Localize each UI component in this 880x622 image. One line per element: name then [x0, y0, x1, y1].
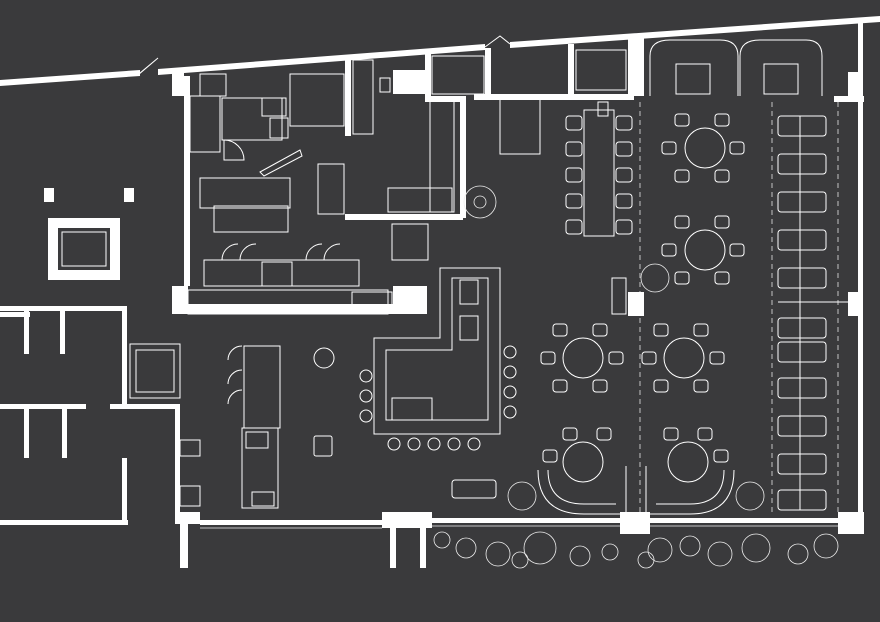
dining-area — [537, 20, 863, 520]
bar-counter — [359, 267, 517, 451]
west-restrooms — [0, 188, 201, 568]
chair-icon — [540, 113, 745, 463]
south-facade-wall — [200, 512, 864, 568]
north-service-rooms — [425, 38, 864, 155]
booth-seating — [777, 115, 827, 511]
bar-stools — [359, 345, 517, 451]
door-swing-icon — [221, 139, 341, 261]
north-facade-wall — [0, 16, 880, 86]
round-table — [562, 127, 726, 483]
service-counter — [227, 345, 497, 509]
tree-icon — [433, 185, 839, 569]
chair-icon — [565, 115, 633, 235]
kitchen-area — [172, 59, 466, 315]
toilet-icon — [179, 439, 201, 457]
